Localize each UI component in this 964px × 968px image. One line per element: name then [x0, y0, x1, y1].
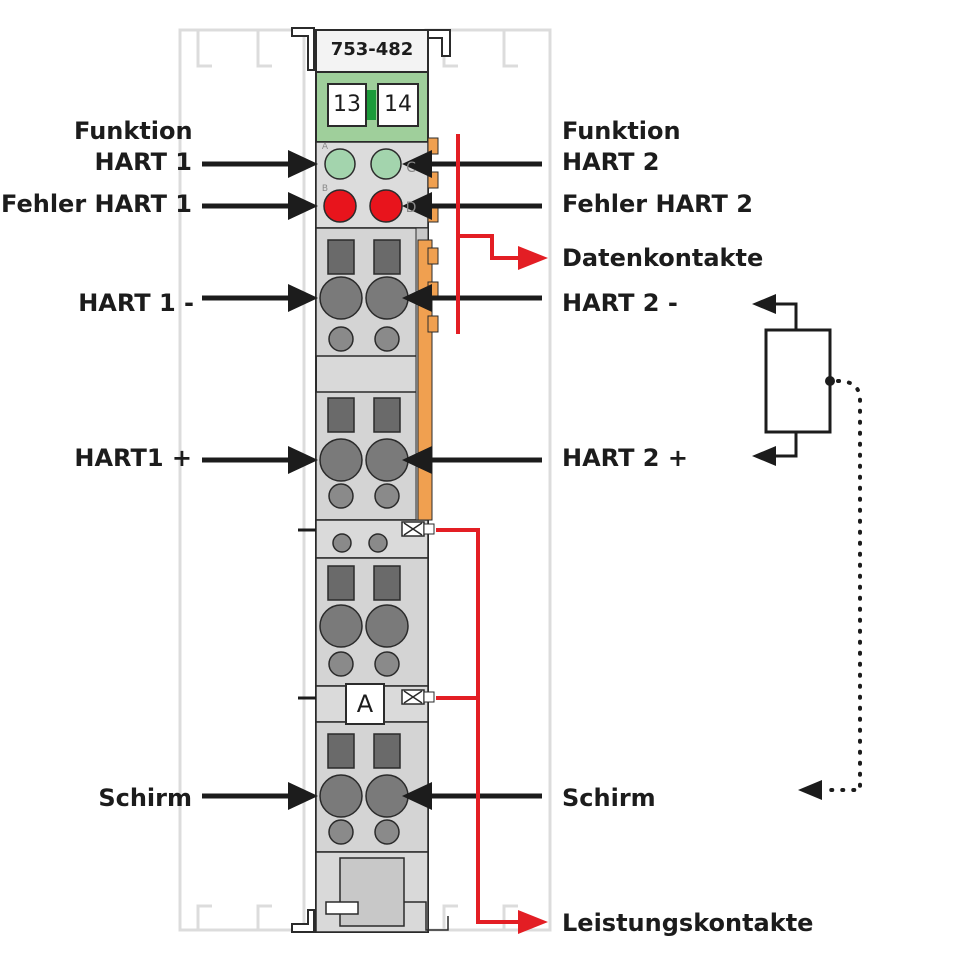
dotted-shield-line [822, 379, 862, 792]
led-group [323, 148, 403, 223]
label-hart2-plus: HART 2 + [562, 444, 688, 472]
label-fehler-hart1: Fehler HART 1 [1, 190, 192, 218]
label-funktion-hart2-line1: Funktion [562, 117, 681, 145]
part-number: 753-482 [330, 39, 414, 60]
label-funktion-hart2-line2: HART 2 [562, 148, 660, 176]
pointer-arrows-left [202, 150, 318, 810]
led-letter-b: B [321, 184, 329, 194]
led-fehler-hart1 [323, 189, 357, 223]
rail-outline [178, 28, 552, 932]
resistor-arrow-bottom [752, 446, 776, 466]
label-funktion-hart1-line2: HART 1 [94, 148, 193, 176]
led-letter-c: C [406, 160, 416, 176]
channel-number-left: 13 [333, 92, 361, 117]
resistor-symbol [764, 302, 832, 458]
resistor-tap-dot [825, 376, 835, 386]
label-datenkontakte: Datenkontakte [562, 244, 764, 272]
label-leistungskontakte: Leistungskontakte [562, 909, 814, 937]
led-funktion-hart2 [370, 148, 402, 180]
datenkontakte-connector [456, 134, 524, 334]
label-fehler-hart2: Fehler HART 2 [562, 190, 753, 218]
resistor-arrow-top [752, 294, 776, 314]
marker-letter: A [356, 690, 374, 718]
leistungskontakte-arrowhead [518, 910, 548, 934]
datenkontakte-arrowhead [518, 246, 548, 270]
led-letter-a: A [321, 142, 329, 152]
led-fehler-hart2 [369, 189, 403, 223]
label-funktion-hart1-line1: Funktion [74, 117, 193, 145]
clamp-groups [319, 239, 409, 845]
label-hart2-minus: HART 2 - [562, 289, 678, 317]
label-schirm-right: Schirm [562, 784, 656, 812]
led-funktion-hart1 [324, 148, 356, 180]
channel-number-right: 14 [384, 92, 412, 117]
label-schirm-left: Schirm [98, 784, 192, 812]
label-hart1-plus: HART1 + [74, 444, 192, 472]
dotted-arrowhead [798, 780, 822, 800]
pointer-arrows-right [402, 150, 542, 810]
label-hart1-minus: HART 1 - [78, 289, 194, 317]
led-letter-d: D [405, 200, 417, 216]
leistungskontakte-connector [436, 528, 524, 924]
